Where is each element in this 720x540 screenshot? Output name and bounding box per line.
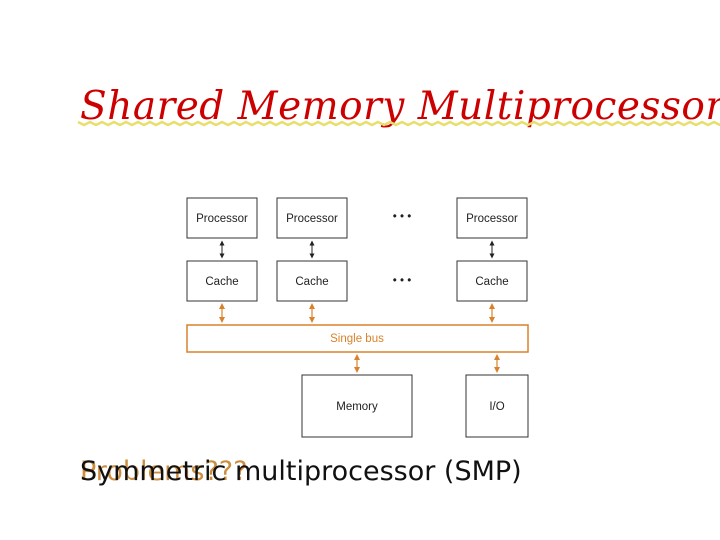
processor-ellipsis: • • • — [393, 211, 411, 223]
memory-label: Memory — [336, 401, 378, 413]
caption-text: Symmetric multiprocessor (SMP) — [80, 456, 522, 487]
cache-label-2: Cache — [295, 276, 328, 288]
cache-ellipsis: • • • — [393, 275, 411, 287]
slide-caption: Problems??? Symmetric multiprocessor (SM… — [80, 458, 522, 485]
processor-box-2: Processor — [276, 197, 348, 239]
processor-label-1: Processor — [196, 213, 248, 225]
processor-label-2: Processor — [286, 213, 338, 225]
io-label: I/O — [489, 401, 504, 413]
cache-label-3: Cache — [475, 276, 508, 288]
bus-label: Single bus — [330, 333, 384, 345]
cache-label-1: Cache — [205, 276, 238, 288]
memory-box: Memory — [301, 374, 413, 438]
cache-box-1: Cache — [186, 260, 258, 302]
overlay-caption: Problems??? — [80, 456, 248, 487]
io-box: I/O — [465, 374, 529, 438]
single-bus: Single bus — [186, 324, 529, 353]
cache-box-3: Cache — [456, 260, 528, 302]
processor-box-3: Processor — [456, 197, 528, 239]
processor-label-3: Processor — [466, 213, 518, 225]
processor-box-1: Processor — [186, 197, 258, 239]
cache-box-2: Cache — [276, 260, 348, 302]
